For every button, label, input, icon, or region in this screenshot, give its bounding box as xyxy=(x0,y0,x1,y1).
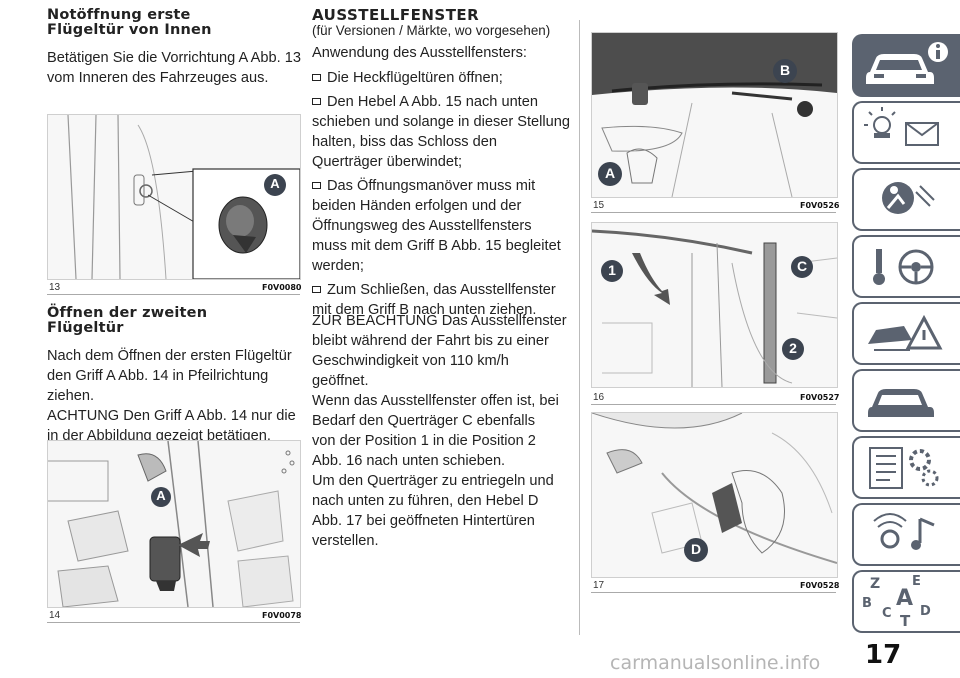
figure-14-id: F0V0078 xyxy=(262,611,302,620)
bullet-item: Die Heckflügeltüren öffnen; xyxy=(312,68,577,88)
paragraph-second-door: Nach dem Öffnen der ersten Flügeltür den… xyxy=(47,348,296,444)
tab-car-info[interactable] xyxy=(852,34,960,97)
checkbox-bullet-icon xyxy=(312,98,321,105)
figure-15-illustration xyxy=(592,33,837,197)
figure-17-id: F0V0528 xyxy=(800,581,840,590)
checkbox-bullet-icon xyxy=(312,182,321,189)
section-heading-second-door: Öffnen der zweiten Flügeltür xyxy=(47,305,208,336)
callout-c-fig16: C xyxy=(796,258,808,274)
figure-16-number: 16 xyxy=(593,392,605,403)
bullet-item: Das Öffnungsmanöver muss mit beiden Händ… xyxy=(312,178,561,274)
tab-maintenance[interactable] xyxy=(852,369,960,432)
figure-15-number: 15 xyxy=(593,200,605,211)
watermark: carmanualsonline.info xyxy=(610,652,821,674)
warning-breakdown-icon xyxy=(868,314,943,351)
bullet-item: Zum Schließen, das Ausstellfenster mit d… xyxy=(312,282,556,318)
technical-data-icon xyxy=(869,447,939,489)
section-heading-ausstellfenster: AUSSTELLFENSTER xyxy=(312,6,480,24)
body-paragraph-note: ZUR BEACHTUNG Das Ausstellfenster bleibt… xyxy=(312,313,567,549)
figure-13-id: F0V0080 xyxy=(262,283,302,292)
tab-safety[interactable] xyxy=(852,168,960,231)
figure-14-number: 14 xyxy=(49,610,61,621)
figure-13-illustration xyxy=(48,115,300,279)
callout-2-fig16: 2 xyxy=(789,340,797,356)
figure-17: D xyxy=(591,412,838,578)
car-service-icon xyxy=(868,389,934,417)
figure-15-rule xyxy=(591,212,836,213)
checkbox-bullet-icon xyxy=(312,286,321,293)
figure-15-id: F0V0526 xyxy=(800,201,840,210)
figure-13-rule xyxy=(47,294,300,295)
callout-a-fig15: A xyxy=(604,165,616,181)
multimedia-icon xyxy=(873,513,935,550)
safety-airbag-icon xyxy=(882,182,935,214)
tab-technical-data[interactable] xyxy=(852,436,960,499)
figure-15: B A xyxy=(591,32,838,198)
figure-16-illustration xyxy=(592,223,837,387)
intro-text: Anwendung des Ausstellfensters: xyxy=(312,45,527,61)
tab-multimedia[interactable] xyxy=(852,503,960,566)
key-steering-wheel-icon xyxy=(873,249,934,285)
callout-a-fig14: A xyxy=(156,488,166,503)
subheading-versions: (für Versionen / Märkte, wo vorgesehen) xyxy=(312,23,551,38)
tab-emergency[interactable] xyxy=(852,302,960,365)
bullet-item: Den Hebel A Abb. 15 nach unten schieben … xyxy=(312,94,571,170)
tab-index[interactable]: Z E A B C D T xyxy=(852,570,960,633)
page-number: 17 xyxy=(865,640,902,670)
car-info-icon xyxy=(866,42,948,84)
checkbox-bullet-icon xyxy=(312,74,321,81)
figure-13: A xyxy=(47,114,301,280)
dashboard-lights-icon xyxy=(864,107,939,146)
figure-14-rule xyxy=(47,622,300,623)
figure-14: A xyxy=(47,440,301,608)
figure-17-number: 17 xyxy=(593,580,605,591)
bullet-list: Die Heckflügeltüren öffnen; Den Hebel A … xyxy=(312,68,577,320)
column-divider xyxy=(579,20,580,635)
figure-14-illustration xyxy=(48,441,300,607)
callout-d-fig17: D xyxy=(690,541,702,557)
figure-16-id: F0V0527 xyxy=(800,393,840,402)
figure-16-rule xyxy=(591,404,836,405)
section-heading-emergency-open: Notöffnung erste Flügeltür von Innen xyxy=(47,7,212,38)
figure-17-illustration xyxy=(592,413,837,577)
tab-starting-driving[interactable] xyxy=(852,235,960,298)
figure-16: 1 C 2 xyxy=(591,222,838,388)
figure-13-number: 13 xyxy=(49,282,61,293)
paragraph-emergency-open: Betätigen Sie die Vorrichtung A Abb. 13 … xyxy=(47,50,301,86)
tab-dashboard-lights[interactable] xyxy=(852,101,960,164)
index-letters-icon: Z E A B C D T xyxy=(862,574,931,630)
callout-a-fig13: A xyxy=(270,176,280,191)
callout-b-fig15: B xyxy=(779,62,791,78)
callout-1-fig16: 1 xyxy=(608,262,616,278)
figure-17-rule xyxy=(591,592,836,593)
